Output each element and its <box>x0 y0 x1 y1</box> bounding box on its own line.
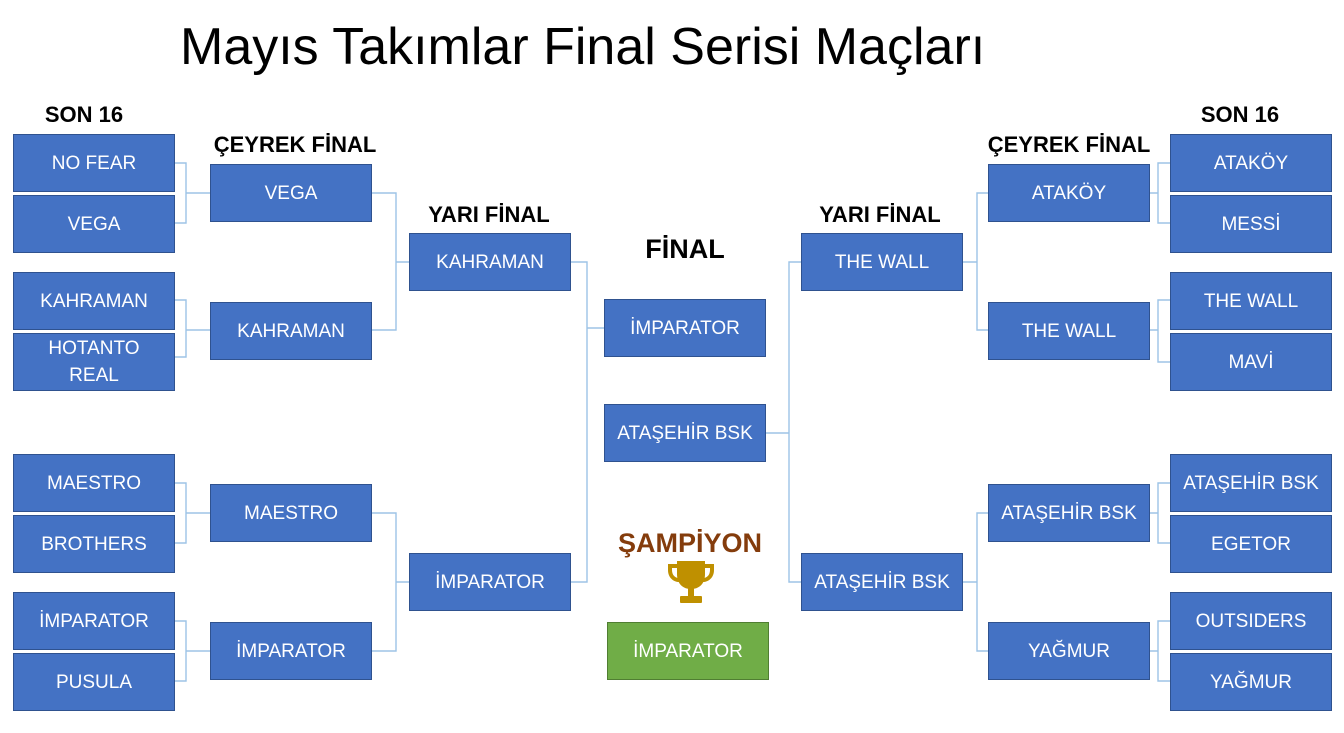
left-son16-team: MAESTRO <box>13 454 175 512</box>
connector-l16-2 <box>175 299 210 358</box>
final-team: İMPARATOR <box>604 299 766 357</box>
header-son16-right: SON 16 <box>1200 102 1280 127</box>
right-son16-team: ATAKÖY <box>1170 134 1332 192</box>
left-son16-team: HOTANTO REAL <box>13 333 175 391</box>
connector-ls-1 <box>570 261 604 583</box>
connector-r16-3 <box>1150 482 1170 544</box>
connector-l16-4 <box>175 620 210 682</box>
connector-r16-2 <box>1150 299 1170 363</box>
champion-label: ŞAMPİYON <box>617 528 763 558</box>
header-final: FİNAL <box>645 234 725 264</box>
connector-rs-1 <box>765 261 802 583</box>
connector-l16-1 <box>175 162 210 224</box>
left-son16-team: NO FEAR <box>13 134 175 192</box>
left-son16-team: İMPARATOR <box>13 592 175 650</box>
connector-lq-1 <box>371 192 409 331</box>
left-son16-team: PUSULA <box>13 653 175 711</box>
right-son16-team: EGETOR <box>1170 515 1332 573</box>
left-ceyrek-team: KAHRAMAN <box>210 302 372 360</box>
right-ceyrek-team: THE WALL <box>988 302 1150 360</box>
connector-lq-2 <box>371 512 409 652</box>
final-team: ATAŞEHİR BSK <box>604 404 766 462</box>
header-ceyrek-right: ÇEYREK FİNAL <box>987 132 1151 157</box>
connector-rq-1 <box>963 192 989 331</box>
header-son16-left: SON 16 <box>44 102 124 127</box>
connector-r16-1 <box>1150 162 1170 224</box>
left-son16-team: VEGA <box>13 195 175 253</box>
right-ceyrek-team: ATAŞEHİR BSK <box>988 484 1150 542</box>
left-ceyrek-team: MAESTRO <box>210 484 372 542</box>
connector-rq-2 <box>963 512 989 652</box>
trophy-icon <box>668 561 714 603</box>
connector-r16-4 <box>1150 620 1170 682</box>
right-son16-team: MESSİ <box>1170 195 1332 253</box>
left-son16-team: BROTHERS <box>13 515 175 573</box>
right-ceyrek-team: YAĞMUR <box>988 622 1150 680</box>
header-yari-left: YARI FİNAL <box>428 202 550 227</box>
right-son16-team: ATAŞEHİR BSK <box>1170 454 1332 512</box>
left-ceyrek-team: İMPARATOR <box>210 622 372 680</box>
right-son16-team: YAĞMUR <box>1170 653 1332 711</box>
right-son16-team: MAVİ <box>1170 333 1332 391</box>
header-yari-right: YARI FİNAL <box>819 202 941 227</box>
left-son16-team: KAHRAMAN <box>13 272 175 330</box>
page-title: Mayıs Takımlar Final Serisi Maçları <box>180 18 986 76</box>
header-ceyrek-left: ÇEYREK FİNAL <box>213 132 377 157</box>
left-ceyrek-team: VEGA <box>210 164 372 222</box>
left-yari-team: KAHRAMAN <box>409 233 571 291</box>
connector-l16-3 <box>175 482 210 544</box>
champion-team: İMPARATOR <box>607 622 769 680</box>
left-yari-team: İMPARATOR <box>409 553 571 611</box>
right-yari-team: THE WALL <box>801 233 963 291</box>
right-yari-team: ATAŞEHİR BSK <box>801 553 963 611</box>
right-son16-team: THE WALL <box>1170 272 1332 330</box>
right-ceyrek-team: ATAKÖY <box>988 164 1150 222</box>
right-son16-team: OUTSIDERS <box>1170 592 1332 650</box>
